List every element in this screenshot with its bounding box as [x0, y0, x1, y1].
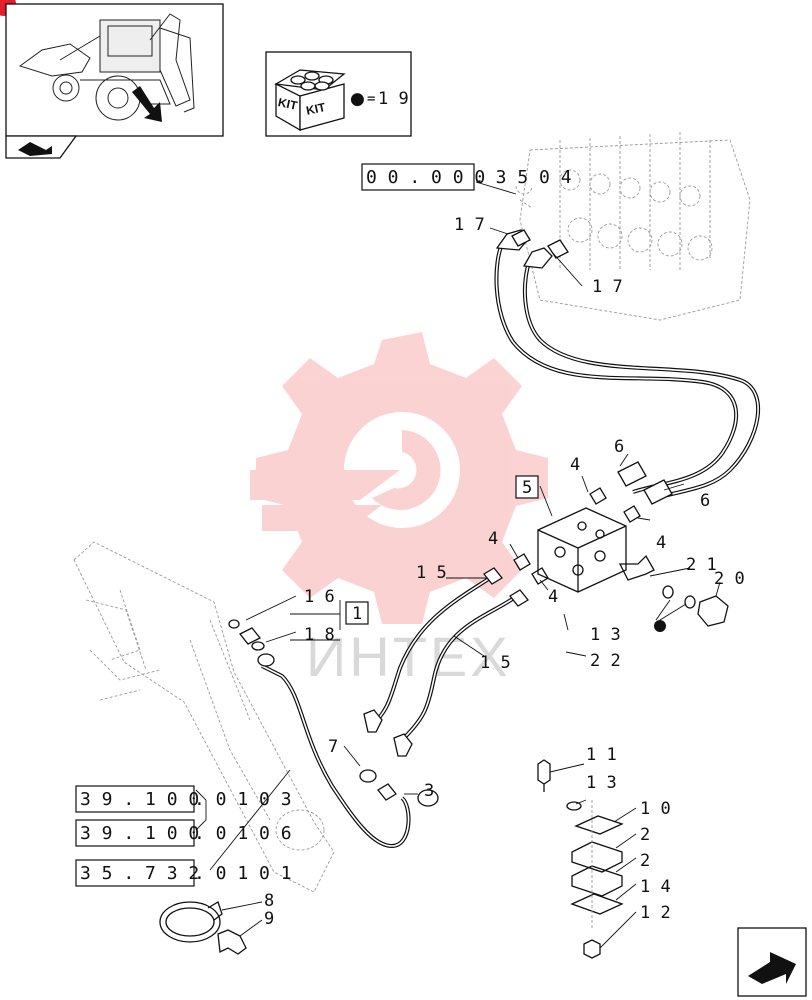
leader-lines [195, 181, 721, 949]
boom-arm-ghost [73, 541, 335, 893]
callout-box-5[interactable]: 5 [515, 475, 539, 499]
callout-8: 8 [264, 891, 274, 911]
callout-3: 3 [424, 781, 434, 801]
callout-16: 1 6 [304, 587, 335, 607]
kit-equals: = [367, 91, 375, 107]
part-callouts: 1 7 1 7 6 6 4 4 4 4 1 5 1 5 2 1 2 0 1 6 … [264, 215, 745, 929]
reference-39100-0103[interactable]: 3 9 . 1 0 0 . 0 1 0 3 [75, 785, 292, 813]
long-hoses [494, 229, 761, 505]
callout-12: 1 2 [640, 903, 671, 923]
control-valve-ghost [515, 132, 751, 321]
adapter-fittings [513, 487, 729, 627]
reference-35732-0101[interactable]: 3 5 . 7 3 2 . 0 1 0 1 [75, 859, 292, 887]
next-page-arrow-icon [748, 952, 796, 984]
kit-label-right: KIT [305, 100, 327, 118]
callout-17-upper: 1 7 [454, 215, 485, 235]
reference-00000-3504[interactable]: 0 0 . 0 0 0 . 3 5 0 4 [361, 163, 572, 191]
kit-bullet: ● [350, 89, 365, 109]
reference-suffix: . 0 1 0 3 [194, 789, 292, 810]
kit-label-left: KIT [277, 95, 299, 113]
callout-9: 9 [264, 909, 274, 929]
watermark [250, 332, 548, 624]
short-hoses [363, 567, 529, 757]
callout-2-upper: 2 [640, 825, 650, 845]
kit-item-marker [654, 620, 666, 632]
kit-box: KIT KIT ● = 1 9 [265, 51, 412, 137]
rigid-pipe [228, 619, 439, 849]
kit-package-icon [274, 69, 346, 132]
callout-7: 7 [328, 737, 338, 757]
backhoe-loader-icon [18, 13, 195, 121]
reference-code: 3 9 . 1 0 0 [80, 823, 199, 844]
reference-suffix: . 3 5 0 4 [474, 167, 572, 188]
callout-17-lower: 1 7 [592, 277, 623, 297]
callout-2-lower: 2 [640, 851, 650, 871]
callout-6-lower: 6 [700, 491, 710, 511]
reference-code: 3 5 . 7 3 2 [80, 863, 199, 884]
callout-14: 1 4 [640, 877, 671, 897]
pointer-arrow-icon [132, 86, 162, 122]
callout-number: 1 [352, 604, 362, 624]
callout-13-upper: 1 3 [590, 625, 621, 645]
valve-block [537, 507, 627, 593]
callout-4-top: 4 [570, 455, 580, 475]
kit-quantity: 1 9 [378, 89, 409, 109]
next-page-button[interactable] [737, 927, 807, 997]
callout-4-bottom: 4 [548, 587, 558, 607]
reference-code: 0 0 . 0 0 0 [366, 167, 485, 188]
callout-4-right: 4 [656, 533, 666, 553]
callout-box-1[interactable]: 1 [345, 601, 369, 625]
reference-suffix: . 0 1 0 6 [194, 823, 292, 844]
machine-thumbnail[interactable] [5, 3, 224, 137]
reference-suffix: . 0 1 0 1 [194, 863, 292, 884]
callout-22: 2 2 [590, 651, 621, 671]
callout-number: 5 [522, 478, 532, 498]
callout-13-lower: 1 3 [586, 773, 617, 793]
clamp-assembly [537, 759, 624, 959]
callout-18: 1 8 [304, 625, 335, 645]
gear-logo-icon [256, 332, 548, 624]
callout-6-upper: 6 [614, 437, 624, 457]
hose-clamp [159, 901, 247, 955]
reference-39100-0106[interactable]: 3 9 . 1 0 0 . 0 1 0 6 [75, 819, 292, 847]
callout-20: 2 0 [714, 569, 745, 589]
callout-11: 1 1 [586, 745, 617, 765]
callout-15-lower: 1 5 [480, 653, 511, 673]
callout-15-upper: 1 5 [416, 563, 447, 583]
callout-10: 1 0 [640, 799, 671, 819]
section-tab[interactable] [5, 135, 78, 159]
callout-4-left: 4 [488, 529, 498, 549]
reference-code: 3 9 . 1 0 0 [80, 789, 199, 810]
section-arrow-icon [18, 142, 52, 156]
callout-21: 2 1 [686, 555, 717, 575]
